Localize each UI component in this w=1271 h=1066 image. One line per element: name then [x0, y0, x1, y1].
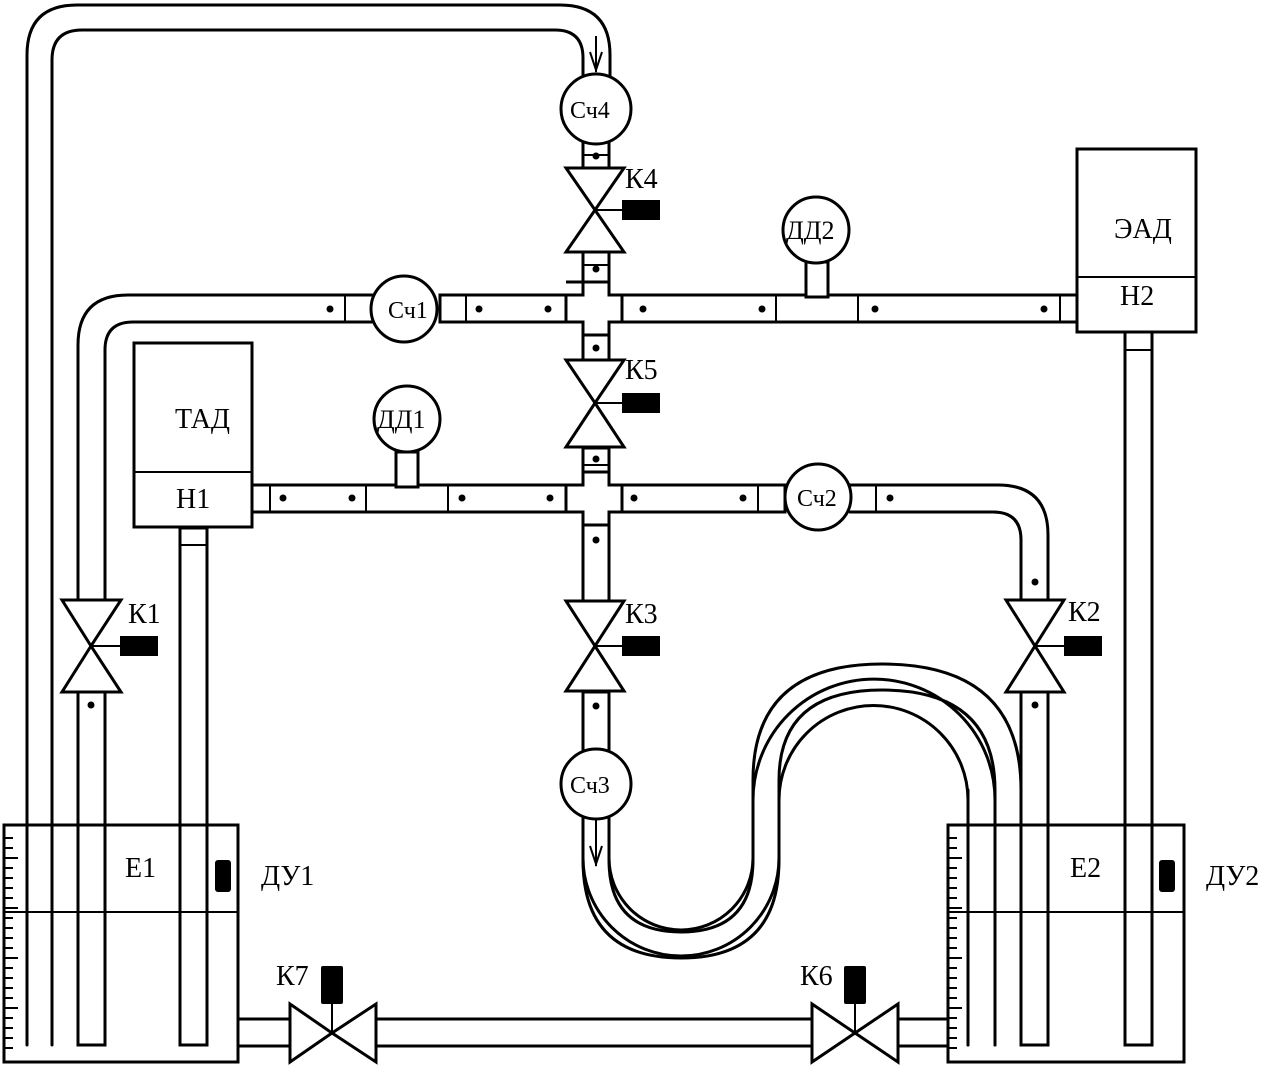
flow-meter-sch2	[783, 462, 853, 532]
lower-cross-fitting	[564, 470, 624, 527]
central-pipe-cross-k3	[581, 523, 611, 603]
valve-k5-label: К5	[625, 355, 658, 386]
return-pipe-outer	[25, 3, 612, 1047]
k2-lower-pipe	[1019, 690, 1050, 1047]
tank-e1-level-scale	[4, 837, 18, 1049]
flow-meter-sch1-label: Сч1	[388, 298, 428, 324]
valve-k3	[563, 599, 660, 693]
valve-k3-actuator-icon	[622, 636, 660, 656]
flow-meter-sch2-label: Сч2	[797, 486, 837, 512]
pressure-sensor-dd1	[372, 384, 442, 454]
tank-e1-label: Е1	[125, 853, 156, 884]
k1-upper-pipe-outer	[76, 293, 374, 602]
s-pipe-double-b	[607, 677, 997, 1047]
valve-k1	[59, 598, 158, 694]
valve-k2-label: К2	[1068, 597, 1101, 628]
dd2-stub	[804, 260, 830, 299]
valve-k1-label: К1	[128, 599, 161, 630]
dd1-stub	[394, 450, 420, 489]
flow-meter-sch4	[559, 72, 633, 146]
valve-k5	[563, 358, 660, 449]
h2-suction-pipe	[1123, 330, 1154, 1047]
motor-tad-label: ТАД	[175, 404, 230, 435]
valve-k4	[563, 166, 660, 254]
k1-upper-pipe-inner	[103, 320, 374, 602]
s-pipe-double-a	[581, 704, 970, 1047]
level-sensor-du1-icon	[215, 860, 231, 892]
bottom-pipe-middle	[374, 1017, 814, 1048]
flow-meter-sch3-label: Сч3	[570, 773, 610, 799]
motor-ead-label: ЭАД	[1114, 214, 1172, 245]
flow-arrow-icon	[589, 36, 603, 74]
valve-k2-actuator-icon	[1064, 636, 1102, 656]
valve-k4-label: К4	[625, 164, 658, 195]
pump-h2-label: Н2	[1120, 281, 1154, 312]
tank-e2-label: Е2	[1070, 853, 1101, 884]
valve-k1-actuator-icon	[120, 636, 158, 656]
s-pipe-inner	[607, 662, 1023, 934]
level-sensor-du2-icon	[1159, 860, 1175, 892]
return-pipe-inner	[50, 28, 585, 1047]
tank-e1	[2, 823, 240, 1064]
upper-branch-pipe-h2	[607, 293, 1079, 324]
valve-k7	[288, 966, 378, 1065]
pressure-sensor-dd2	[781, 195, 851, 265]
flow-meter-sch4-label: Сч4	[570, 98, 610, 124]
valve-k3-label: К3	[625, 599, 658, 630]
level-sensor-du2-label: ДУ2	[1206, 861, 1259, 892]
pump-h2	[1075, 147, 1198, 334]
bottom-pipe-left	[236, 1017, 292, 1048]
pump-h1	[132, 341, 254, 529]
central-pipe-k3-sch3	[581, 690, 611, 754]
tank-e2	[946, 823, 1186, 1064]
pipe-joints	[180, 154, 1152, 546]
pressure-sensor-dd2-label: ДД2	[786, 216, 834, 245]
lower-branch-pipe	[250, 483, 568, 514]
valve-k4-actuator-icon	[622, 200, 660, 220]
tank-e2-level-scale	[948, 837, 962, 1049]
valve-k7-actuator-icon	[321, 966, 343, 1004]
upper-branch-pipe	[438, 293, 585, 324]
upper-cross-fitting	[564, 280, 624, 337]
k1-lower-pipe	[76, 690, 107, 1047]
bottom-pipe-right	[896, 1017, 950, 1048]
valve-k5-actuator-icon	[622, 393, 660, 413]
pressure-sensor-dd1-label: ДД1	[377, 405, 425, 434]
valve-k2	[1003, 598, 1102, 694]
valve-k7-label: К7	[276, 961, 309, 992]
valve-k6-actuator-icon	[844, 966, 866, 1004]
pipe-dots	[87, 152, 1048, 710]
k2-upper-pipe-outer	[848, 483, 1050, 602]
h1-suction-pipe	[178, 526, 209, 1047]
valve-k6-label: К6	[800, 961, 833, 992]
k2-upper-pipe-inner	[848, 510, 1023, 602]
pump-h1-label: Н1	[176, 484, 210, 515]
flow-meter-sch1	[369, 274, 439, 344]
flow-arrow-down-icon	[589, 820, 603, 868]
s-pipe-outer	[581, 688, 997, 1047]
valve-k6	[810, 966, 900, 1065]
level-sensor-du1-label: ДУ1	[261, 861, 314, 892]
flow-meter-sch3	[559, 747, 633, 821]
